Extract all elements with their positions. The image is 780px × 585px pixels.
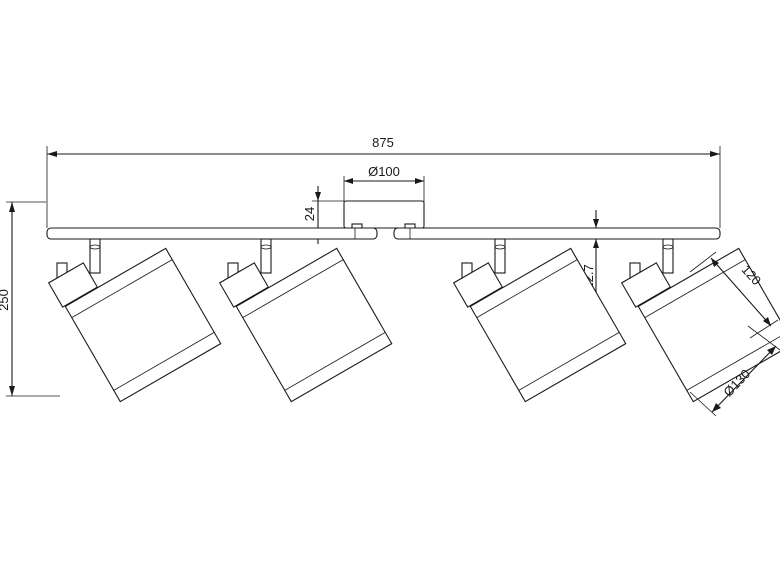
spotlight-1 (48, 238, 222, 403)
canopy-diameter-label: Ø100 (368, 164, 400, 179)
spotlight-3 (453, 238, 627, 403)
spotlight-2 (219, 238, 393, 403)
ceiling-canopy (343, 200, 425, 233)
overall-length-label: 875 (372, 135, 394, 150)
overall-length-dimension: 875 (46, 135, 721, 228)
total-height-dimension: 250 (0, 201, 60, 397)
mounting-bar (46, 227, 721, 240)
canopy-height-label: 24 (302, 207, 317, 221)
total-height-label: 250 (0, 289, 11, 311)
canopy-diameter-dimension: Ø100 (343, 164, 425, 202)
